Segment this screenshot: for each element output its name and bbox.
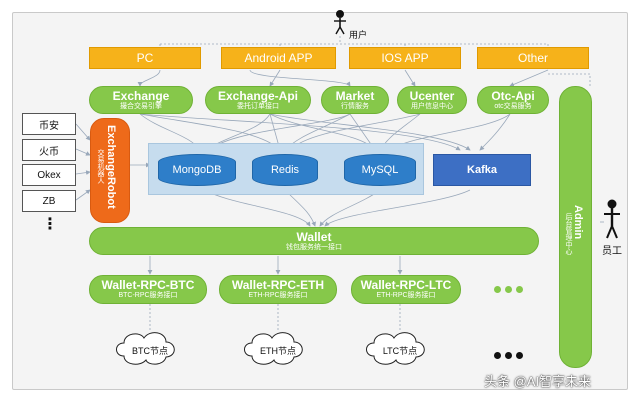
- staff-person-icon: [604, 199, 620, 239]
- eth-node-cloud: [244, 332, 303, 365]
- service-ucenter-title: Ucenter: [409, 88, 455, 103]
- external-exchange-binance: 币安: [22, 113, 76, 135]
- wallet-rpc-ltc: Wallet-RPC-LTC ETH-RPC服务接口: [351, 275, 461, 304]
- service-exchange-api-sub: 委托订单接口: [237, 102, 279, 110]
- exchange-robot-sub: 交易机器人: [97, 149, 104, 184]
- wallet-rpc-btc-sub: BTC-RPC服务接口: [118, 292, 178, 300]
- db-redis: Redis: [252, 154, 318, 186]
- watermark: 头条 @AI智享未来: [484, 374, 592, 389]
- exchange-robot-title: ExchangeRobot: [105, 125, 117, 209]
- service-otc-api-title: Otc-Api: [491, 88, 535, 103]
- wallet-rpc-ltc-title: Wallet-RPC-LTC: [360, 278, 452, 293]
- service-market: Market 行情服务: [321, 86, 389, 114]
- wallet-rpc-eth-sub: ETH-RPC服务接口: [248, 292, 308, 300]
- wallet-rpc-eth-title: Wallet-RPC-ETH: [231, 278, 325, 293]
- service-market-title: Market: [335, 88, 375, 103]
- user-label: 用户: [349, 30, 368, 40]
- service-exchange-title: Exchange: [112, 88, 170, 103]
- service-market-sub: 行情服务: [341, 102, 369, 110]
- admin-title: Admin: [572, 205, 584, 240]
- more-rpc-dot: [505, 286, 512, 293]
- exchange-robot: ExchangeRobot 交易机器人: [90, 118, 130, 223]
- service-ucenter-sub: 用户信息中心: [411, 102, 453, 110]
- external-exchange-more: ⋮: [42, 216, 58, 233]
- service-exchange-api: Exchange-Api 委托订单接口: [205, 86, 311, 114]
- btc-node-label: BTC节点: [132, 346, 169, 356]
- external-exchange-okex: Okex: [22, 164, 76, 186]
- eth-node-label: ETH节点: [260, 346, 297, 356]
- service-exchange-api-title: Exchange-Api: [217, 88, 298, 103]
- db-mysql: MySQL: [344, 154, 416, 186]
- wallet-title: Wallet: [296, 229, 332, 244]
- service-otc-api: Otc-Api otc交易服务: [477, 86, 549, 114]
- service-exchange: Exchange 撮合交易引擎: [89, 86, 193, 114]
- wallet-rpc-eth: Wallet-RPC-ETH ETH-RPC服务接口: [219, 275, 337, 304]
- external-exchange-huobi: 火币: [22, 139, 76, 161]
- more-rpc-dot: [494, 286, 501, 293]
- ltc-node-cloud: [366, 332, 425, 365]
- wallet-sub: 钱包服务统一接口: [286, 243, 342, 251]
- external-exchange-zb: ZB: [22, 190, 76, 212]
- more-node-dot: [494, 352, 501, 359]
- staff-label: 员工: [602, 246, 622, 257]
- wallet-service: Wallet 钱包服务统一接口: [89, 227, 539, 255]
- db-mongodb: MongoDB: [158, 154, 236, 186]
- more-node-dot: [516, 352, 523, 359]
- ltc-node-label: LTC节点: [382, 346, 418, 356]
- client-other: Other: [477, 47, 589, 69]
- queue-kafka: Kafka: [433, 154, 531, 186]
- admin-sub: 后台管理中心: [565, 213, 572, 255]
- service-ucenter: Ucenter 用户信息中心: [397, 86, 467, 114]
- service-exchange-sub: 撮合交易引擎: [120, 102, 162, 110]
- client-android: Android APP: [221, 47, 336, 69]
- more-node-dot: [505, 352, 512, 359]
- btc-node-cloud: [116, 332, 175, 365]
- admin-service: Admin 后台管理中心: [559, 86, 592, 368]
- client-ios: IOS APP: [349, 47, 461, 69]
- wallet-rpc-ltc-sub: ETH-RPC服务接口: [376, 292, 436, 300]
- more-rpc-dot: [516, 286, 523, 293]
- client-pc: PC: [89, 47, 201, 69]
- service-otc-api-sub: otc交易服务: [494, 102, 532, 110]
- user-person-icon: [334, 10, 346, 35]
- wallet-rpc-btc: Wallet-RPC-BTC BTC-RPC服务接口: [89, 275, 207, 304]
- wallet-rpc-btc-title: Wallet-RPC-BTC: [101, 278, 195, 293]
